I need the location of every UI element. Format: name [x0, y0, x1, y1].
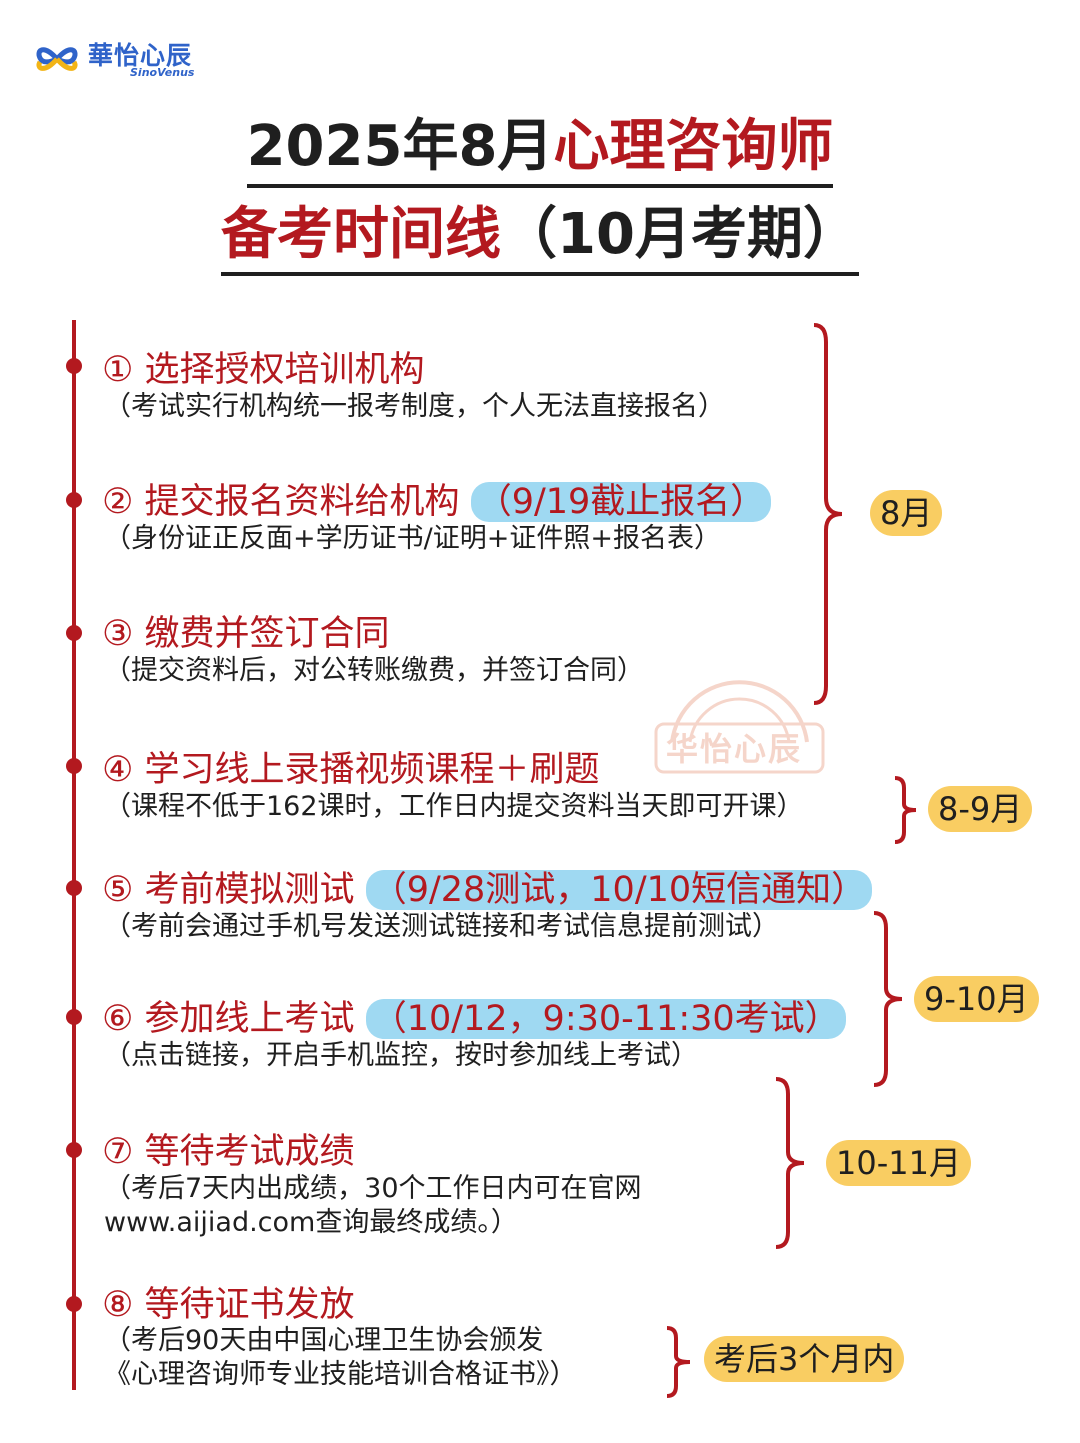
step-7-note-url: www.aijiad.com查询最终成绩。）	[104, 1207, 518, 1238]
timeline-dot	[66, 625, 82, 641]
step-6-note: （点击链接，开启手机监控，按时参加线上考试）	[104, 1040, 698, 1071]
step-number: ⑦	[102, 1132, 134, 1172]
brace-group-8	[813, 323, 843, 705]
step-title-text: 考前模拟测试	[144, 870, 355, 910]
step-1-title: ① 选择授权培训机构	[102, 348, 425, 392]
step-number: ④	[102, 750, 134, 790]
step-title-text: 选择授权培训机构	[144, 350, 425, 390]
step-number: ⑥	[102, 999, 134, 1039]
step-4-note: （课程不低于162课时，工作日内提交资料当天即可开课）	[104, 791, 804, 822]
step-8-note: （考后90天由中国心理卫生协会颁发	[104, 1325, 544, 1356]
step-title-text: 等待证书发放	[144, 1285, 355, 1325]
deadline-highlight: （9/19截止报名）	[470, 482, 772, 522]
step-3-title: ③ 缴费并签订合同	[102, 612, 390, 656]
stamp-icon	[654, 680, 825, 774]
timeline-dot	[66, 358, 82, 374]
title-exam-period: （10月考期）	[501, 202, 859, 267]
brace-group-9-10	[873, 911, 903, 1087]
step-number: ②	[102, 482, 134, 522]
step-title-text: 学习线上录播视频课程＋刷题	[144, 750, 600, 790]
period-badge: 9-10月	[914, 976, 1039, 1022]
step-5-title: ⑤ 考前模拟测试 （9/28测试，10/10短信通知）	[102, 868, 873, 912]
period-badge: 考后3个月内	[704, 1336, 905, 1382]
step-7-note: （考后7天内出成绩，30个工作日内可在官网	[104, 1173, 642, 1204]
step-4-title: ④ 学习线上录播视频课程＋刷题	[102, 748, 600, 792]
title-timeline: 备考时间线	[221, 202, 502, 267]
period-badge: 8月	[870, 490, 943, 536]
timeline-dot	[66, 1296, 82, 1312]
step-8-title: ⑧ 等待证书发放	[102, 1283, 355, 1327]
period-badge: 10-11月	[826, 1140, 971, 1186]
step-number: ⑧	[102, 1285, 134, 1325]
brand-logo: 華怡心辰 SinoVenus	[34, 34, 204, 84]
period-badge: 8-9月	[928, 786, 1033, 832]
step-3-note: （提交资料后，对公转账缴费，并签订合同）	[104, 655, 644, 686]
brace-group-10-11	[775, 1077, 805, 1249]
stamp-text: 华怡心辰	[666, 730, 803, 768]
step-1-note: （考试实行机构统一报考制度，个人无法直接报名）	[104, 391, 725, 422]
logo-mark-icon	[36, 47, 78, 71]
step-title-text: 等待考试成绩	[144, 1132, 355, 1172]
timeline-dot	[66, 880, 82, 896]
page-title-line2: 备考时间线（10月考期）	[0, 200, 1080, 276]
title-date: 2025年8月	[246, 114, 554, 179]
exam-time-highlight: （10/12，9:30-11:30考试）	[365, 999, 846, 1039]
page-title-line1: 2025年8月心理咨询师	[0, 112, 1080, 188]
watermark-stamp: 华怡心辰	[652, 672, 827, 792]
step-number: ⑤	[102, 870, 134, 910]
step-5-note: （考前会通过手机号发送测试链接和考试信息提前测试）	[104, 911, 779, 942]
step-2-title: ② 提交报名资料给机构 （9/19截止报名）	[102, 480, 772, 524]
step-8-note-cert: 《心理咨询师专业技能培训合格证书》）	[104, 1359, 577, 1390]
logo-name-cn: 華怡心辰	[88, 41, 193, 70]
step-2-note: （身份证正反面+学历证书/证明+证件照+报名表）	[104, 523, 721, 554]
step-title-text: 提交报名资料给机构	[144, 482, 460, 522]
timeline-line	[72, 320, 76, 1390]
timeline-dot	[66, 758, 82, 774]
brace-group-after-exam	[666, 1326, 691, 1398]
timeline-dot	[66, 1142, 82, 1158]
step-title-text: 参加线上考试	[144, 999, 355, 1039]
logo-name-en: SinoVenus	[130, 66, 195, 79]
test-date-highlight: （9/28测试，10/10短信通知）	[365, 870, 873, 910]
step-number: ③	[102, 614, 134, 654]
step-number: ①	[102, 350, 134, 390]
brace-group-8-9	[894, 776, 917, 844]
step-title-text: 缴费并签订合同	[144, 614, 390, 654]
title-subject: 心理咨询师	[553, 114, 834, 179]
timeline-dot	[66, 1009, 82, 1025]
step-7-title: ⑦ 等待考试成绩	[102, 1130, 355, 1174]
timeline-dot	[66, 492, 82, 508]
step-6-title: ⑥ 参加线上考试 （10/12，9:30-11:30考试）	[102, 997, 846, 1041]
